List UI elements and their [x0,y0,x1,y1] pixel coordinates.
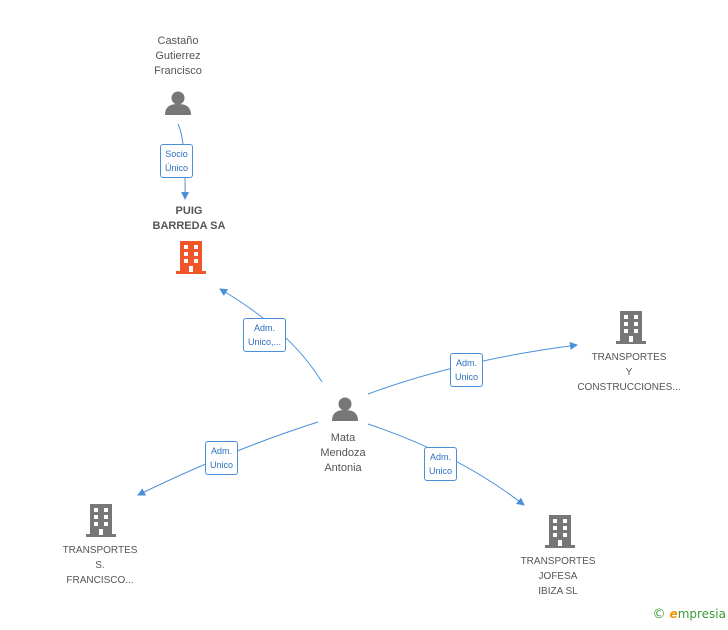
person-icon[interactable] [165,91,191,116]
copyright-symbol: © [652,607,666,622]
node-label-transportes-construcciones[interactable]: TRANSPORTES Y CONSTRUCCIONES... [577,352,681,393]
building-icon[interactable] [545,515,575,548]
brand-logo: ©empresia [653,607,726,622]
person-icon[interactable] [332,397,358,422]
node-label-transportes-francisco[interactable]: TRANSPORTES S. FRANCISCO... [62,545,138,586]
edge-label-adm-tyc: Adm. Unico [450,353,484,387]
edge-label-adm-tji: Adm. Unico [424,447,458,481]
node-label-castano[interactable]: Castaño Gutierrez Francisco [154,35,202,77]
node-label-mata-mendoza[interactable]: Mata Mendoza Antonia [320,432,366,474]
node-label-puig-barreda[interactable]: PUIG BARREDA SA [152,205,226,232]
edge-label-adm-puig: Adm. Unico,... [243,318,287,352]
building-icon[interactable] [616,311,646,344]
building-icon[interactable] [86,504,116,537]
brand-logo-e: e [669,607,678,621]
edge-label-adm-tsf: Adm. Unico [205,441,239,475]
edge-label-socio-unico: Socio Único [160,144,194,178]
brand-logo-text: mpresia [677,607,726,621]
node-label-transportes-jofesa[interactable]: TRANSPORTES JOFESA IBIZA SL [520,556,596,597]
building-icon[interactable] [176,241,206,274]
